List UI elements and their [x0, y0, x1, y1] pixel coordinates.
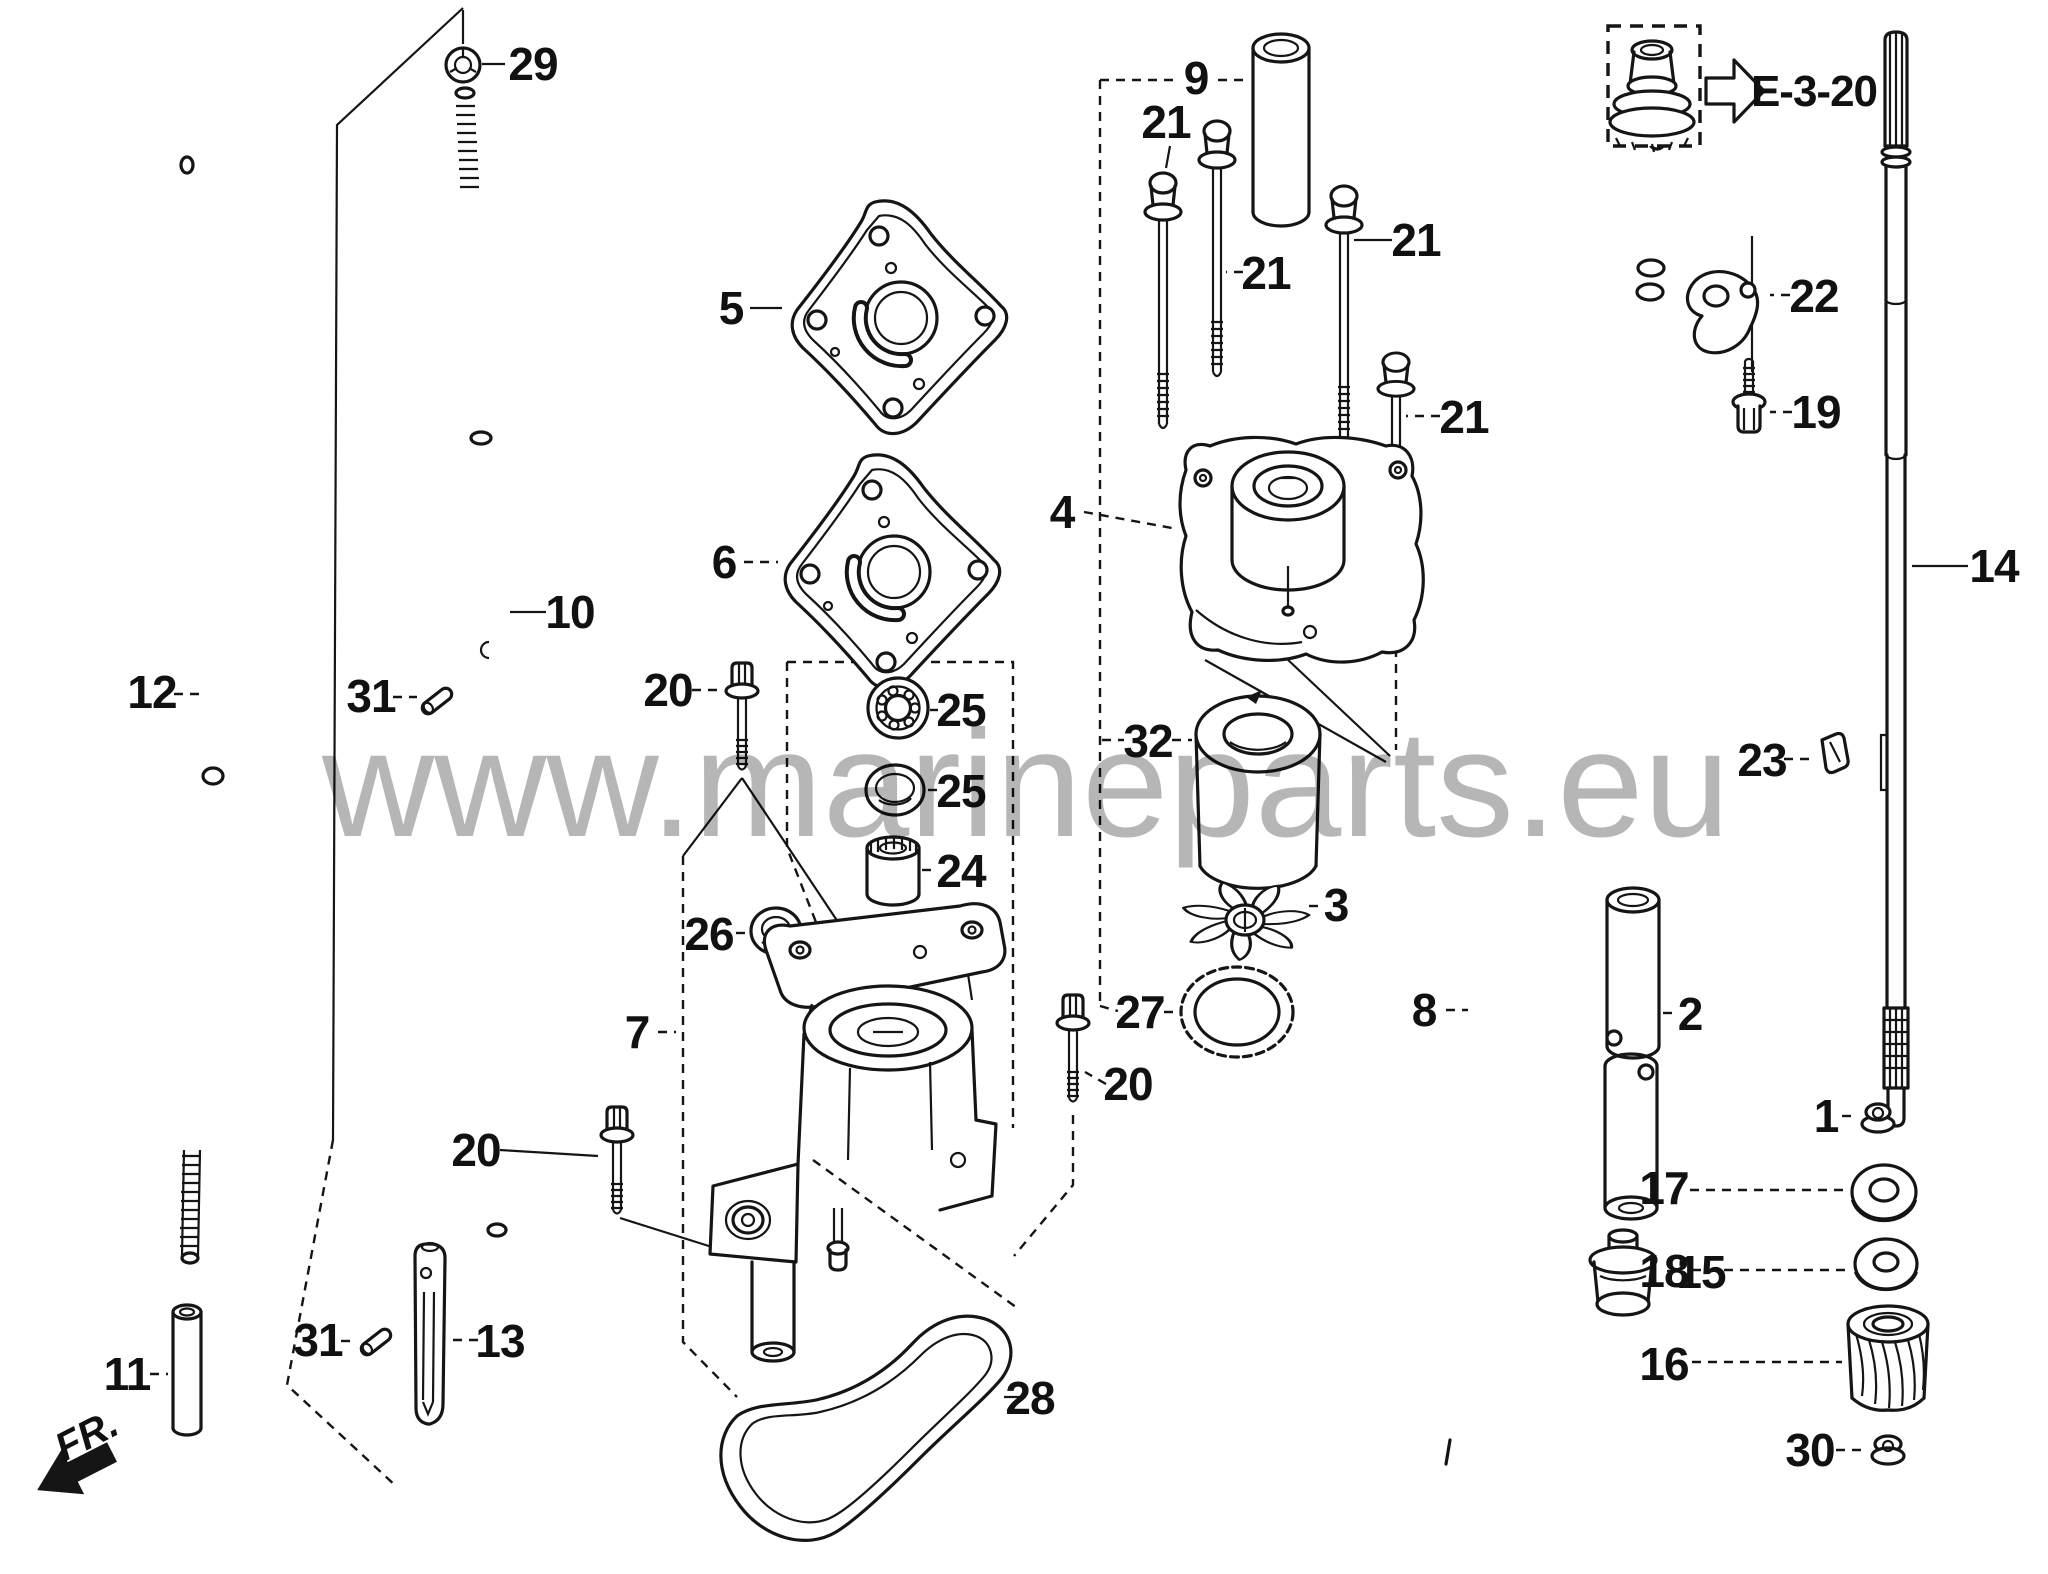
callout-20-a: 20 [643, 664, 692, 716]
callout-21-b: 21 [1241, 247, 1291, 299]
callout-12: 12 [127, 666, 176, 718]
part-21-stud-bolt-b [1197, 119, 1243, 378]
callout-30: 30 [1785, 1424, 1834, 1476]
front-direction-marker: FR. [37, 1402, 126, 1495]
callout-20-c: 20 [1103, 1058, 1152, 1110]
part-24-bushing [865, 835, 938, 907]
callout-7: 7 [625, 1006, 650, 1058]
part-20-bolt-top [692, 661, 760, 772]
part-27-o-ring [1179, 965, 1295, 1059]
callout-28: 28 [1005, 1372, 1055, 1424]
callout-31-a: 31 [346, 670, 396, 722]
part-29-lock-nut [444, 46, 505, 84]
part-15-grommet [1588, 1228, 1676, 1317]
part-31-pin-upper [420, 686, 454, 716]
callout-17: 17 [1639, 1162, 1688, 1214]
part-20-bolt-right [1055, 993, 1107, 1104]
part-5-pump-plate [750, 201, 1007, 434]
callout-19: 19 [1791, 386, 1840, 438]
part-6-pump-gasket [744, 455, 1000, 688]
callout-1: 1 [1814, 1090, 1839, 1142]
part-7-extension-housing [658, 902, 1007, 1363]
part-22-click-fork [1685, 270, 1790, 355]
part-10-shift-rod [454, 86, 546, 1238]
part-20-bolt-lower-left [499, 1105, 635, 1216]
callout-25-a: 25 [936, 684, 986, 736]
callout-32: 32 [1123, 715, 1172, 767]
callout-18: 18 [1639, 1245, 1689, 1297]
callout-5: 5 [719, 282, 744, 334]
callout-11: 11 [104, 1348, 151, 1400]
callout-21-c: 21 [1391, 214, 1441, 266]
callout-27: 27 [1115, 986, 1164, 1038]
callout-23: 23 [1737, 734, 1786, 786]
callout-29: 29 [508, 38, 557, 90]
callout-10: 10 [545, 586, 594, 638]
part-31-pin-lower [359, 1327, 393, 1357]
callout-20-b: 20 [451, 1124, 500, 1176]
watermark: www.marineparts.eu [321, 699, 1730, 869]
callout-13: 13 [475, 1315, 524, 1367]
part-25-ball-bearing [866, 676, 938, 740]
callout-31-b: 31 [293, 1314, 343, 1366]
part-4-pump-housing [1083, 435, 1425, 664]
callout-22: 22 [1789, 270, 1838, 322]
part-12-rod-with-hook [131, 117, 225, 1265]
callout-9: 9 [1184, 52, 1209, 104]
part-23-clip [1784, 731, 1850, 775]
arrow-icon [1704, 58, 1766, 124]
reference-e-3-20: E-3-20 [1606, 24, 1878, 153]
part-19-pivot-bolt [1731, 357, 1792, 434]
callout-15: 15 [1676, 1246, 1726, 1298]
callout-8: 8 [1412, 984, 1437, 1036]
callout-4: 4 [1050, 486, 1076, 538]
part-28-gasket [719, 1314, 1022, 1542]
callout-14: 14 [1969, 540, 2020, 592]
callout-25-b: 25 [936, 765, 986, 817]
callout-21-a: 21 [1141, 96, 1191, 148]
callout-3: 3 [1324, 879, 1349, 931]
part-3-impeller [1179, 878, 1318, 963]
part-8-shift-shaft [1444, 135, 1666, 1466]
part-30-nut [1836, 1434, 1906, 1466]
part-11-bushing-tube [150, 1303, 203, 1437]
callout-6: 6 [712, 536, 737, 588]
part-32-pump-liner [1102, 690, 1322, 890]
callout-2: 2 [1678, 988, 1703, 1040]
part-2-shift-rod-tube [1603, 886, 1675, 1221]
reference-code-label: E-3-20 [1751, 67, 1877, 116]
part-21-stud-bolt-d [1376, 351, 1440, 590]
part-1-nut [1842, 1102, 1896, 1134]
part-14-drive-shaft [1879, 30, 1968, 1128]
front-arrow-icon [37, 1442, 117, 1495]
part-21-stud-bolt-a [1143, 145, 1183, 430]
part-17-washer [1690, 1163, 1918, 1222]
callout-16: 16 [1639, 1338, 1688, 1390]
part-18-washer [1692, 1237, 1919, 1292]
part-16-pinion-gear [1692, 1304, 1930, 1412]
part-25-seal [864, 763, 940, 817]
part-21-stud-bolt-c [1324, 184, 1392, 443]
part-9-water-tube [1251, 32, 1311, 228]
callout-26: 26 [684, 908, 733, 960]
callout-24: 24 [936, 845, 987, 897]
part-13-shift-slider [413, 1241, 478, 1426]
callout-labels: 29 9 21 21 21 21 5 6 4 22 19 10 12 31 20… [104, 38, 2021, 1476]
callout-21-d: 21 [1439, 391, 1489, 443]
